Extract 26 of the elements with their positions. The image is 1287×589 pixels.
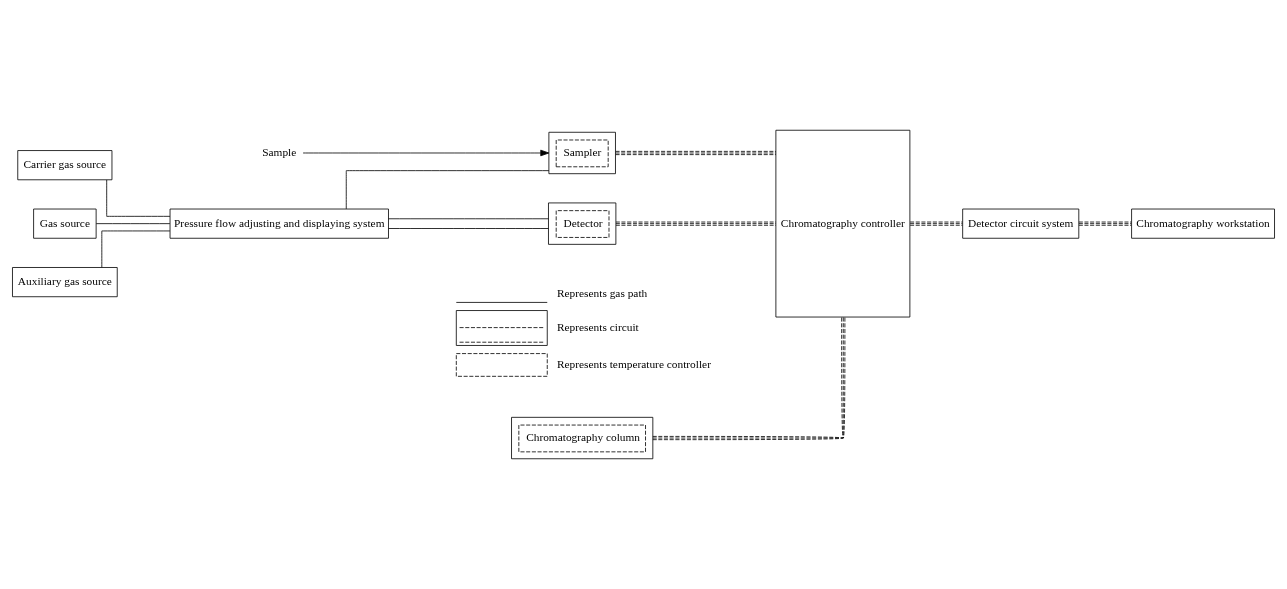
node-box: Detector bbox=[548, 202, 617, 245]
legend-label: Represents temperature controller bbox=[557, 357, 711, 370]
connector bbox=[1078, 221, 1132, 226]
node-box: Gas source bbox=[33, 208, 97, 239]
connector bbox=[909, 221, 963, 226]
node-box: Carrier gas source bbox=[17, 150, 113, 181]
node-box: Pressure flow adjusting and displaying system bbox=[169, 208, 389, 239]
node-box: Chromatography controller bbox=[775, 129, 911, 318]
connector bbox=[388, 218, 549, 220]
connector bbox=[106, 179, 171, 217]
connector bbox=[388, 228, 549, 229]
connector bbox=[615, 150, 777, 155]
connector bbox=[615, 221, 777, 226]
node-box: Chromatography workstation bbox=[1131, 208, 1275, 239]
node-box: Chromatography column bbox=[511, 416, 654, 460]
node-text: Sample bbox=[262, 145, 297, 158]
connector bbox=[652, 316, 846, 441]
connector bbox=[345, 170, 550, 210]
arrow bbox=[302, 149, 550, 157]
node-box: Detector circuit system bbox=[962, 208, 1080, 239]
legend-label: Represents gas path bbox=[557, 286, 648, 299]
legend-label: Represents circuit bbox=[557, 321, 639, 333]
node-box: Sampler bbox=[548, 131, 616, 175]
connector bbox=[95, 223, 171, 225]
node-box: Auxiliary gas source bbox=[12, 267, 118, 298]
connector bbox=[101, 230, 171, 268]
